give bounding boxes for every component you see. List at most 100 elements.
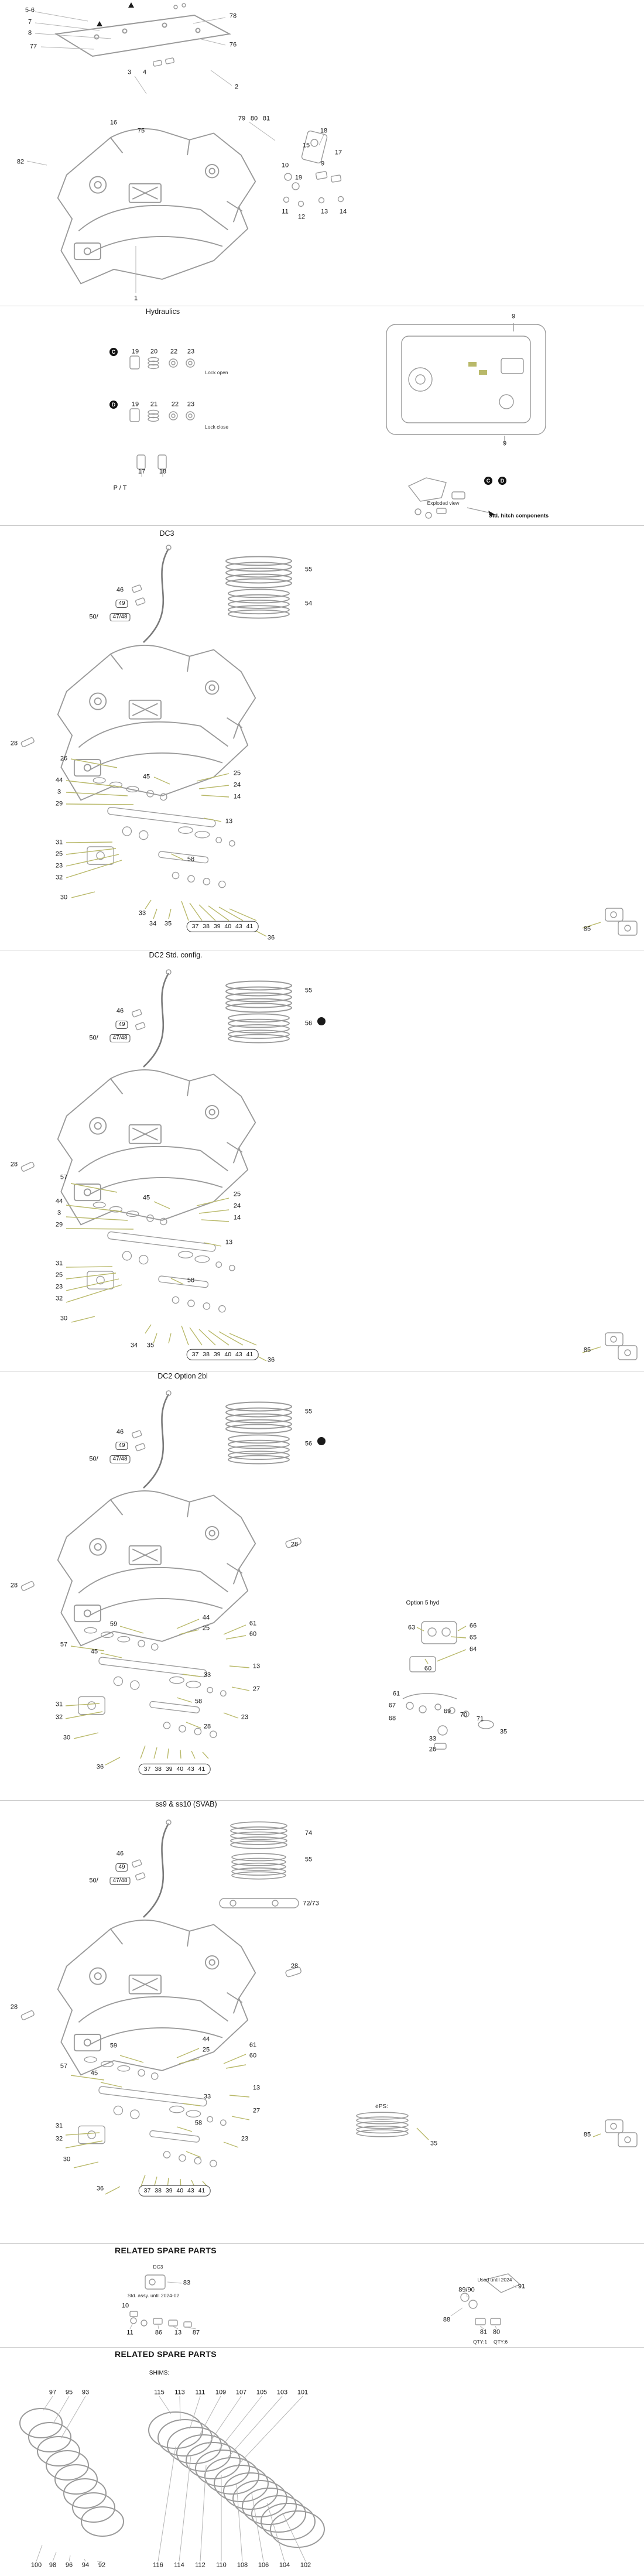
part-13: 13 [320, 208, 328, 215]
note-qty-1: QTY:1 [472, 2338, 488, 2345]
part-104: 104 [279, 2561, 290, 2569]
part-28: 28 [10, 1161, 18, 1168]
part-17: 17 [334, 149, 342, 156]
part-101: 101 [297, 2389, 309, 2396]
part-35: 35 [146, 1342, 155, 1349]
part-97: 97 [49, 2389, 57, 2396]
part-28: 28 [10, 2003, 18, 2011]
part-78: 78 [229, 12, 237, 20]
part-16: 16 [109, 119, 118, 126]
part-83: 83 [183, 2279, 191, 2287]
part-46: 46 [116, 1007, 124, 1015]
part-13: 13 [174, 2329, 182, 2336]
part-35: 35 [430, 2140, 438, 2147]
part-65: 65 [469, 1634, 477, 1641]
part-49: 49 [115, 1863, 128, 1872]
part-55: 55 [304, 1856, 313, 1863]
part-33: 33 [429, 1735, 437, 1743]
marker-c: C [109, 348, 118, 356]
note-option-5-hyd: Option 5 hyd [406, 1600, 440, 1606]
part-58: 58 [194, 2119, 203, 2127]
part-9: 9 [511, 313, 516, 320]
part-103: 103 [276, 2389, 288, 2396]
part-60: 60 [249, 2052, 257, 2060]
ss9-ss10-svab-title: ss9 & ss10 (SVAB) [155, 1800, 217, 1808]
part-114: 114 [174, 2561, 184, 2569]
part-46: 46 [116, 1428, 124, 1436]
part-66: 66 [469, 1622, 477, 1630]
part-85: 85 [583, 2131, 591, 2139]
part-28: 28 [10, 1582, 18, 1589]
part-21: 21 [150, 401, 158, 408]
part-14: 14 [233, 1214, 241, 1222]
dc2-option-diagram [0, 1371, 494, 1800]
part-50: 50/ [89, 1877, 98, 1884]
part-14: 14 [339, 208, 347, 215]
part-85: 85 [583, 925, 591, 933]
part-61: 61 [249, 1620, 257, 1627]
part-45: 45 [142, 1194, 150, 1202]
part-56: 56 [304, 1440, 313, 1448]
part-74: 74 [304, 1829, 313, 1837]
part-31: 31 [55, 2122, 63, 2130]
part-81: 81 [262, 115, 270, 122]
part-26: 26 [429, 1746, 437, 1753]
part-81: 81 [479, 2328, 488, 2336]
part-5-6: 5-6 [25, 6, 35, 14]
part-12: 12 [297, 213, 306, 221]
note-std-assy-until-2024-02: Std. assy. until 2024-02 [127, 2292, 180, 2298]
part-14: 14 [233, 793, 241, 800]
part-77: 77 [29, 43, 37, 50]
marker-d: D [109, 401, 118, 409]
part-34: 34 [149, 920, 157, 928]
part-50: 50/ [89, 613, 98, 621]
part-58: 58 [194, 1698, 203, 1705]
part-44: 44 [202, 2036, 210, 2043]
part-28: 28 [10, 740, 18, 747]
part-54: 54 [304, 600, 313, 607]
part-28: 28 [290, 1541, 299, 1548]
part-25: 25 [202, 1624, 210, 1632]
part-80: 80 [250, 115, 258, 122]
part-26: 26 [60, 755, 68, 762]
part-76: 76 [229, 41, 237, 49]
part-19: 19 [131, 401, 139, 408]
part-27: 27 [252, 2107, 261, 2115]
part-13: 13 [252, 2084, 261, 2092]
part-30: 30 [60, 1315, 68, 1322]
part-32: 32 [55, 874, 63, 881]
dc2-option-2bl-title: DC2 Option 2bl [157, 1371, 208, 1380]
part-58: 58 [187, 1277, 195, 1284]
part-71: 71 [476, 1715, 484, 1723]
part-67: 67 [388, 1702, 396, 1709]
part-33: 33 [203, 2093, 211, 2101]
part-9: 9 [502, 440, 507, 447]
part-13: 13 [252, 1662, 261, 1670]
part-30: 30 [63, 1734, 71, 1742]
part-88: 88 [443, 2316, 451, 2324]
part-116: 116 [153, 2561, 163, 2569]
part-31: 31 [55, 839, 63, 846]
part-9: 9 [320, 160, 325, 167]
related-spare-parts-title: RELATED SPARE PARTS [114, 2246, 217, 2255]
part-91: 91 [518, 2283, 526, 2290]
note-qty-6: QTY:6 [493, 2338, 508, 2345]
part-32: 32 [55, 2135, 63, 2143]
part-50: 50/ [89, 1455, 98, 1463]
part-57: 57 [60, 1174, 68, 1181]
part-61: 61 [249, 2041, 257, 2049]
part-37-38-39-40-43-41: 37 38 39 40 43 41 [138, 1763, 211, 1775]
hydraulics-title: Hydraulics [145, 307, 180, 316]
part-25: 25 [55, 850, 63, 858]
note-used-until-2024: Used until 2024 [477, 2276, 512, 2283]
section-divider [0, 1800, 644, 1801]
related-spare-parts-shims-title: RELATED SPARE PARTS [114, 2349, 217, 2359]
part-105: 105 [256, 2389, 268, 2396]
part-45: 45 [142, 773, 150, 781]
ss9-ss10-diagram [0, 1819, 638, 2243]
part-93: 93 [81, 2389, 90, 2396]
hydraulics-diagram [129, 323, 546, 519]
part-59: 59 [109, 1620, 118, 1628]
